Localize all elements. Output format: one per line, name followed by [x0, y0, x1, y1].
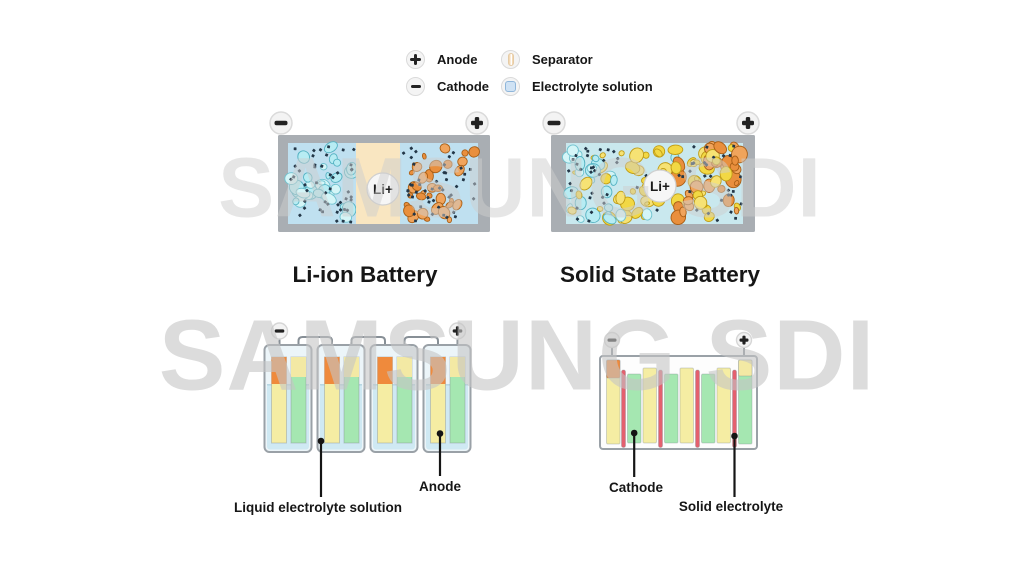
solid-battery-diagram: Li+: [542, 111, 760, 232]
electrolyte-swatch-icon: [505, 80, 516, 92]
anode-pointer: [436, 430, 444, 476]
legend-item-anode: Anode: [406, 50, 477, 69]
plus-icon: [739, 335, 749, 345]
liion-cell: [422, 344, 472, 453]
solid-particle-field: [561, 140, 748, 226]
cathode-particle-field: [284, 141, 359, 223]
plus-icon: [452, 326, 463, 336]
cathode-label: Cathode: [609, 480, 663, 495]
solid-pack-diagram: [599, 331, 758, 497]
minus-icon: [410, 84, 421, 88]
plus-icon: [471, 117, 483, 129]
liion-pack-diagram: [263, 322, 472, 497]
legend-item-cathode: Cathode: [406, 76, 489, 96]
solid-pack-electrodes: [606, 359, 753, 448]
separator-swatch-icon: [507, 53, 514, 66]
ion-dot-field: [566, 144, 743, 223]
minus-icon: [607, 338, 617, 342]
minus-icon: [274, 120, 288, 126]
liquid-electrolyte-pointer: [317, 437, 325, 497]
liion-ion-badge: [366, 172, 400, 206]
liion-cell: [263, 344, 313, 453]
liion-title: Li-ion Battery: [292, 262, 438, 287]
plus-icon: [742, 117, 754, 129]
ion-dot-field: [289, 145, 477, 224]
electrolyte-icon: [501, 76, 520, 96]
legend-item-separator: Separator: [501, 50, 593, 69]
minus-icon: [274, 329, 285, 333]
minus-icon: [547, 120, 561, 126]
liion-cell: [369, 344, 419, 453]
anode-label: Anode: [419, 479, 461, 494]
liquid-electrolyte-label: Liquid electrolyte solution: [233, 500, 403, 515]
anode-terminal-icon: [406, 50, 425, 69]
separator-icon: [501, 50, 520, 69]
legend-anode-label: Anode: [437, 52, 478, 67]
liion-cell: [316, 344, 366, 453]
solid-electrolyte-pointer: [731, 432, 738, 497]
cathode-pointer: [630, 429, 638, 477]
legend-separator-label: Separator: [532, 52, 593, 67]
solid-ion-label: Li+: [650, 179, 670, 194]
plus-icon: [410, 54, 421, 65]
liion-cells: [263, 344, 472, 453]
legend-cathode-label: Cathode: [437, 78, 489, 94]
liion-battery-diagram: Li+: [269, 111, 490, 232]
legend-item-electrolyte: Electrolyte solution: [501, 76, 653, 96]
cathode-terminal-icon: [406, 76, 425, 96]
liion-ion-label: Li+: [373, 182, 393, 197]
solid-electrolyte-label: Solid electrolyte: [678, 499, 784, 514]
solid-title: Solid State Battery: [559, 262, 761, 287]
solid-ion-badge: [643, 169, 677, 203]
legend-electrolyte-label: Electrolyte solution: [532, 78, 653, 94]
